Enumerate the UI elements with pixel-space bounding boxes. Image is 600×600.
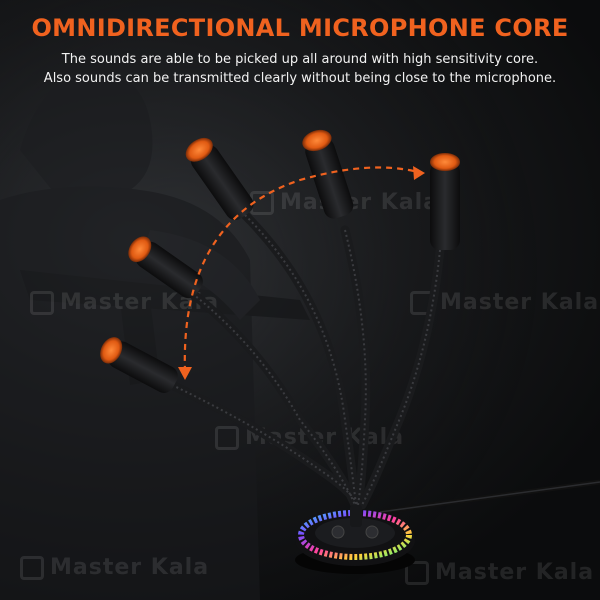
description-line-1: The sounds are able to be picked up all … (61, 52, 539, 67)
master-kala-logo-icon (405, 561, 429, 585)
watermark-text: Master Kala (405, 560, 594, 585)
watermark-text: Master Kala (20, 555, 209, 580)
master-kala-logo-icon (215, 426, 239, 450)
curved-double-arrow-icon (178, 166, 425, 380)
headline: OMNIDIRECTIONAL MICROPHONE CORE (31, 14, 569, 42)
description-line-2: Also sounds can be transmitted clearly w… (43, 71, 557, 86)
description: The sounds are able to be picked up all … (10, 50, 590, 88)
master-kala-logo-icon (20, 556, 44, 580)
master-kala-logo-icon (30, 291, 54, 315)
